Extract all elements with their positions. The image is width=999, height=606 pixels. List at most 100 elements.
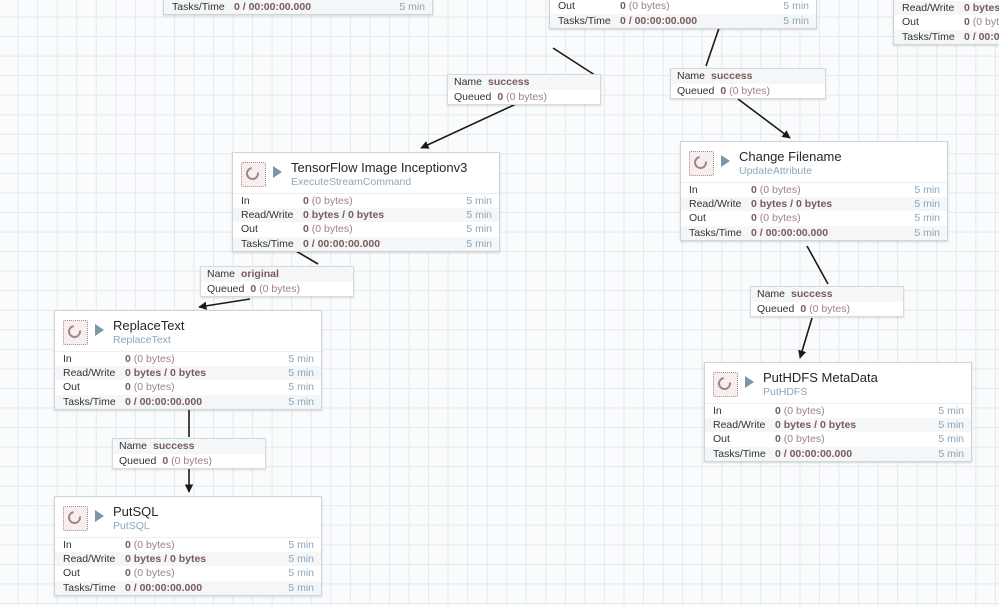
- processor-type-icon: [713, 372, 738, 397]
- processor-title: TensorFlow Image Inceptionv3: [291, 161, 468, 175]
- stat-label: Read/Write: [713, 419, 766, 432]
- run-status-play-icon[interactable]: [745, 376, 754, 388]
- stat-label: In: [689, 184, 698, 197]
- stat-label: Out: [689, 212, 706, 225]
- stat-value: 0 bytes / 0 bytes: [775, 419, 857, 432]
- processor-stats-table: In 0 (0 bytes) 5 min Read/Write 0 bytes / 0 …: [705, 403, 971, 461]
- run-status-play-icon[interactable]: [95, 510, 104, 522]
- stat-value: 0 / 00:00:00.000: [125, 581, 203, 594]
- stat-label: Tasks/Time: [63, 581, 116, 594]
- stat-time: 5 min: [288, 581, 314, 594]
- stat-label: Out: [902, 16, 919, 29]
- stat-label: In: [63, 353, 72, 366]
- stat-value: 0 / 00:00:00.000: [964, 30, 999, 43]
- stat-label: Out: [63, 567, 80, 580]
- connection-name-key: Name: [677, 70, 706, 83]
- stat-label: Tasks/Time: [558, 14, 611, 27]
- stat-value: 0 / 00:00:00.000: [234, 0, 312, 13]
- stat-value: 0 (0 bytes): [775, 405, 825, 418]
- run-status-play-icon[interactable]: [95, 324, 104, 336]
- stat-time: 5 min: [288, 395, 314, 408]
- stat-value: 0 (0 bytes): [751, 212, 801, 225]
- stat-value: 0 / 00:00:00.000: [775, 447, 853, 460]
- connection-name-key: Name: [454, 76, 483, 89]
- processor-title: Change Filename: [739, 150, 842, 164]
- processor-type-label: PutSQL: [113, 519, 150, 532]
- stat-row-in: In0 (0 bytes)5 min: [894, 0, 999, 1]
- stat-label: Tasks/Time: [902, 30, 955, 43]
- stat-value: 0 (0 bytes): [125, 567, 175, 580]
- run-status-play-icon[interactable]: [273, 166, 282, 178]
- stat-value: 0 / 00:00:00.000: [303, 237, 381, 250]
- connection-name-value: success: [791, 288, 833, 301]
- stat-label: Out: [558, 0, 575, 13]
- processor-type-label: PutHDFS: [763, 385, 808, 398]
- stat-time: 5 min: [783, 0, 809, 13]
- stat-label: Tasks/Time: [63, 395, 116, 408]
- connection-queued-value: 0 (0 bytes): [250, 282, 300, 295]
- stat-time: 5 min: [288, 353, 314, 366]
- stat-value: 0 / 00:00:00.000: [620, 14, 698, 27]
- stat-value: 0 bytes / 0 bytes: [125, 553, 207, 566]
- connection-path: [798, 317, 813, 359]
- stat-label: Read/Write: [63, 367, 116, 380]
- connection-name-key: Name: [207, 268, 236, 281]
- stat-row-tasks-time: Tasks/Time 0 / 00:00:00.000 5 min: [55, 580, 321, 595]
- stat-time: 5 min: [914, 226, 940, 239]
- connection-queued-key: Queued: [757, 302, 795, 315]
- stat-label: In: [713, 405, 722, 418]
- connection-queued-value: 0 (0 bytes): [800, 302, 850, 315]
- stat-label: Out: [63, 381, 80, 394]
- stat-time: 5 min: [466, 195, 492, 208]
- stat-time: 5 min: [938, 447, 964, 460]
- processor-title: ReplaceText: [113, 319, 185, 333]
- stat-row-out: Out 0 (0 bytes) 5 min: [233, 222, 499, 236]
- connection-queued-value: 0 (0 bytes): [497, 90, 547, 103]
- connection-queued-value: 0 (0 bytes): [720, 84, 770, 97]
- stat-time: 5 min: [466, 209, 492, 222]
- stat-label: Out: [241, 223, 258, 236]
- stat-time: 5 min: [914, 198, 940, 211]
- stat-value: 0 (0 bytes): [751, 184, 801, 197]
- run-status-play-icon[interactable]: [721, 155, 730, 167]
- stat-time: 5 min: [466, 223, 492, 236]
- stat-time: 5 min: [938, 433, 964, 446]
- connection-queued-row: Queued 0 (0 bytes): [751, 302, 903, 317]
- stat-value: 0 (0 bytes): [303, 223, 353, 236]
